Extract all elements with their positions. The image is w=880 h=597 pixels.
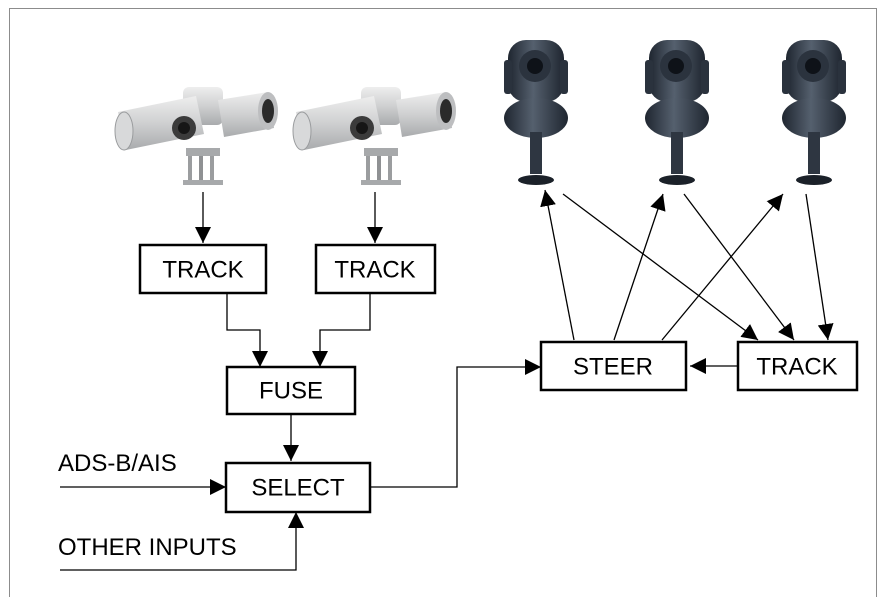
arrow-steer-to-ptz-2: [613, 193, 666, 341]
arrow-other-inputs-to-select: [60, 512, 304, 571]
arrow-steer-to-ptz-3: [661, 193, 784, 341]
ptz-dome-camera-icon: [504, 40, 568, 185]
diagram-frame: [9, 8, 877, 597]
ads-b-ais-label: ADS-B/AIS: [58, 450, 177, 477]
arrow-ptz-1-to-track-right: [562, 193, 759, 341]
select-box-label: SELECT: [251, 475, 345, 502]
ptz-dome-camera-icon: [782, 40, 846, 185]
fixed-dual-camera-icon: [114, 87, 278, 185]
arrow-ptz-2-to-track-right: [683, 193, 795, 341]
track-box-right: TRACK: [736, 340, 859, 392]
arrow-ptz-3-to-track-right: [805, 193, 834, 341]
select-box: SELECT: [224, 461, 372, 514]
arrow-track-left-to-fuse: [226, 293, 268, 367]
steer-box-label: STEER: [573, 354, 653, 381]
arrow-track-mid-to-fuse: [312, 293, 371, 367]
track-box-mid-label: TRACK: [334, 257, 415, 284]
arrow-select-to-steer: [370, 359, 541, 488]
fuse-box: FUSE: [225, 365, 357, 416]
ptz-dome-camera-icon: [645, 40, 709, 185]
track-box-right-label: TRACK: [756, 354, 837, 381]
track-box-left-label: TRACK: [162, 257, 243, 284]
steer-box: STEER: [539, 340, 688, 392]
other-inputs-label: OTHER INPUTS: [58, 534, 237, 561]
track-box-left: TRACK: [138, 243, 268, 295]
arrow-steer-to-ptz-1: [540, 189, 575, 341]
fixed-dual-camera-icon: [292, 87, 456, 185]
track-box-mid: TRACK: [314, 243, 437, 295]
fuse-box-label: FUSE: [259, 378, 323, 405]
